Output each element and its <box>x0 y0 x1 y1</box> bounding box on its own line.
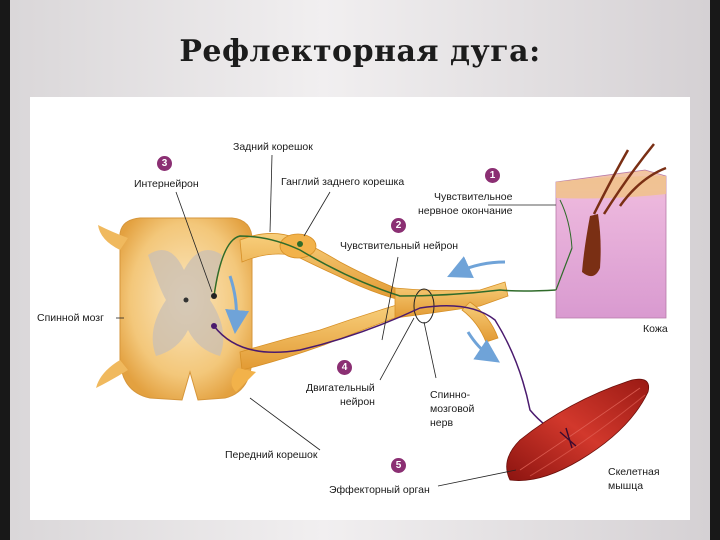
flow-arrow-down <box>225 275 250 334</box>
label-ganglion: Ганглий заднего корешка <box>281 176 405 188</box>
spinal-cord-shape <box>96 217 253 401</box>
left-frame-bar <box>0 0 10 540</box>
label-dorsal-root: Задний корешок <box>233 141 313 153</box>
label-spinal-nerve-3: нерв <box>430 417 454 429</box>
label-sensory-ending-2: нервное окончание <box>418 205 513 217</box>
label-muscle-1: Скелетная <box>608 466 660 478</box>
motor-neuron-path <box>213 305 567 439</box>
label-spinal-nerve-1: Спинно- <box>430 389 471 401</box>
badge-2: 2 <box>391 218 406 233</box>
label-skin: Кожа <box>643 323 668 335</box>
slide-title: Рефлекторная дуга: <box>179 34 541 69</box>
label-spinal-cord: Спинной мозг <box>37 312 104 324</box>
badge-1: 1 <box>485 168 500 183</box>
label-motor-neuron-2: нейрон <box>340 396 375 408</box>
skeletal-muscle <box>506 378 650 481</box>
leader-lines <box>116 154 556 487</box>
label-motor-neuron-1: Двигательный <box>306 382 375 394</box>
label-muscle-2: мышца <box>608 480 644 492</box>
flow-arrow-in <box>447 256 506 278</box>
label-ventral-root: Передний корешок <box>225 449 318 461</box>
badge-3: 3 <box>157 156 172 171</box>
skin-block <box>555 143 667 319</box>
label-sensory-ending-1: Чувствительное <box>434 191 513 203</box>
label-effector: Эффекторный орган <box>329 484 430 496</box>
label-sensory-neuron: Чувствительный нейрон <box>340 240 459 252</box>
ventral-root-nerve <box>231 303 401 392</box>
sensory-neuron-path <box>213 235 557 297</box>
label-spinal-nerve-2: мозговой <box>430 403 475 415</box>
flow-arrow-out <box>466 331 500 363</box>
badge-4: 4 <box>337 360 352 375</box>
right-frame-bar <box>710 0 720 540</box>
label-interneuron: Интернейрон <box>134 178 199 190</box>
badge-5: 5 <box>391 458 406 473</box>
